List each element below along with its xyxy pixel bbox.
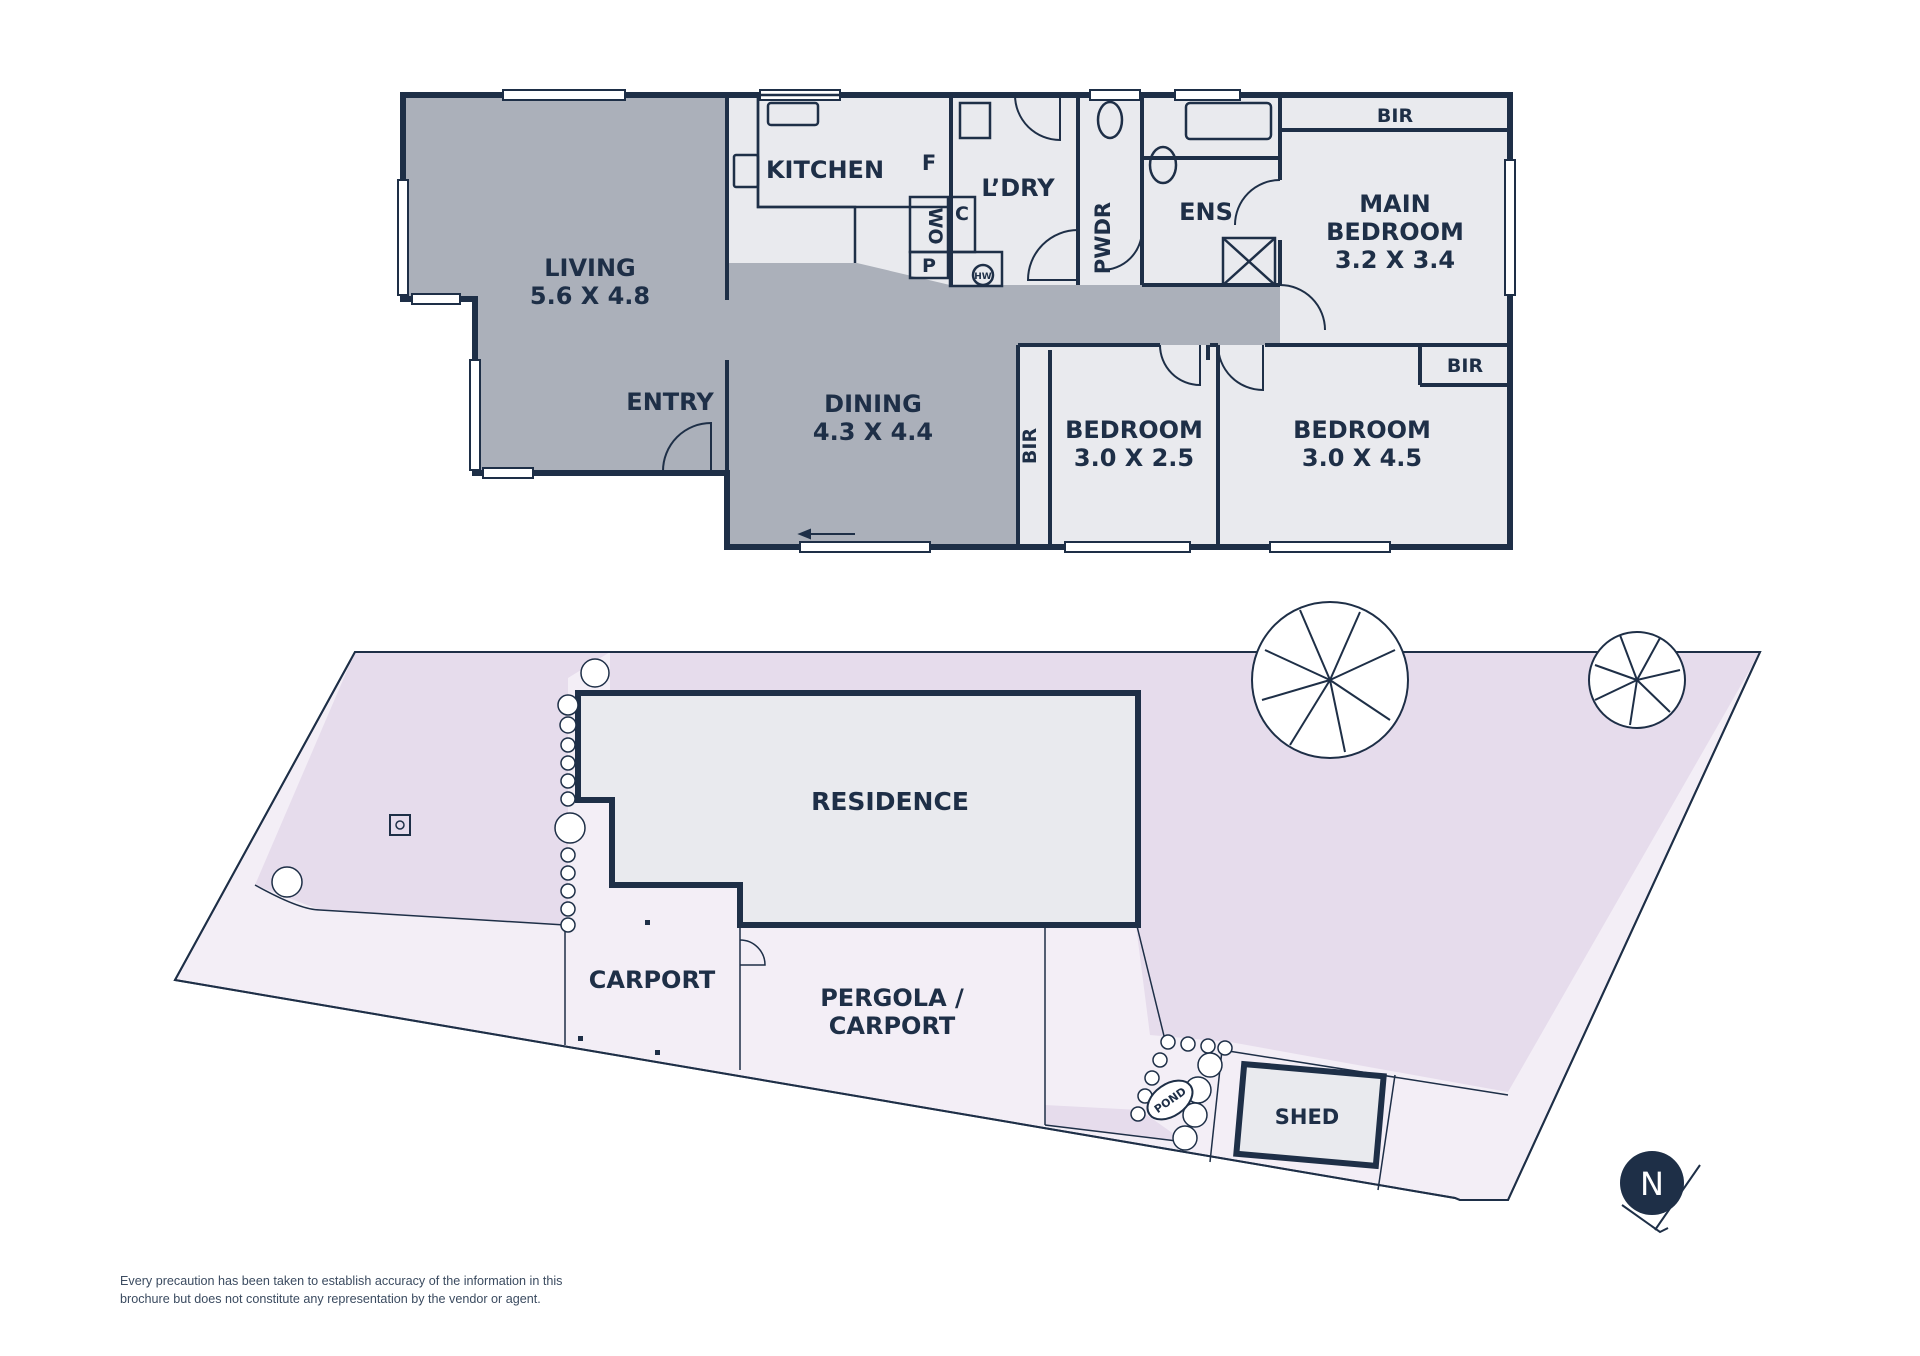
kitchen-label: KITCHEN: [766, 156, 884, 184]
door-swings: [661, 94, 1326, 472]
garden-lawn-front: [255, 652, 610, 925]
residence-block: [575, 690, 1141, 928]
living-dining-fill: [403, 95, 1280, 547]
shrubs: [271, 658, 1233, 1151]
north-label: N: [1640, 1165, 1664, 1203]
bedroom3-label: BEDROOM: [1293, 416, 1431, 444]
bir-vertical-label: BIR: [1019, 428, 1041, 465]
floor-plan: LIVING 5.6 X 4.8 KITCHEN F WO C P HW L’D…: [397, 89, 1516, 553]
garden-lawn-rear: [355, 652, 1760, 1092]
disclaimer-line-2: brochure but does not constitute any rep…: [120, 1292, 541, 1306]
pergola-label-2: CARPORT: [829, 1012, 956, 1040]
wo-label: WO: [924, 207, 946, 244]
garden-pit: [389, 814, 411, 836]
dining-dims: 4.3 X 4.4: [813, 418, 933, 446]
pond: [1146, 1079, 1194, 1121]
laundry-label: L’DRY: [981, 174, 1055, 202]
sliding-door-arrow: [797, 528, 855, 540]
bedroom3-dims: 3.0 X 4.5: [1302, 444, 1422, 472]
site-boundary-outline: [173, 651, 1762, 1201]
fridge-label: F: [922, 151, 936, 175]
bedroom2-label: BEDROOM: [1065, 416, 1203, 444]
shed-label: SHED: [1275, 1105, 1339, 1129]
kitchen-cupboards: [732, 93, 1277, 288]
pergola-label-1: PERGOLA /: [820, 984, 964, 1012]
site-plan: RESIDENCE CARPORT PERGOLA / CARPORT SHED…: [173, 601, 1762, 1234]
site-lines: [254, 884, 1509, 1191]
living-dims: 5.6 X 4.8: [530, 282, 650, 310]
entry-label: ENTRY: [626, 388, 714, 416]
hw-label: HW: [974, 272, 992, 282]
garden-strip: [1045, 1105, 1185, 1142]
shed-block: [1233, 1060, 1387, 1170]
dining-label: DINING: [824, 390, 922, 418]
carport-label: CARPORT: [589, 966, 716, 994]
c-label: C: [955, 203, 969, 225]
carport-posts: [578, 920, 660, 1055]
ensuite-label: ENS: [1179, 198, 1233, 226]
p-label: P: [922, 255, 936, 277]
tree-large: [1251, 601, 1409, 759]
disclaimer-line-1: Every precaution has been taken to estab…: [120, 1274, 563, 1288]
disclaimer: Every precaution has been taken to estab…: [120, 1272, 680, 1308]
main-bedroom-label-1: MAIN: [1359, 190, 1430, 218]
north-arrow: N: [1620, 1151, 1701, 1234]
residence-label: RESIDENCE: [811, 787, 969, 816]
main-bedroom-label-2: BEDROOM: [1326, 218, 1464, 246]
bedroom2-dims: 3.0 X 2.5: [1074, 444, 1194, 472]
living-label: LIVING: [544, 254, 636, 282]
powder-label: PWDR: [1091, 202, 1115, 274]
bir3-label: BIR: [1447, 355, 1484, 377]
pergola-door-swing: [739, 939, 766, 966]
main-bir-label: BIR: [1377, 105, 1414, 127]
main-bedroom-dims: 3.2 X 3.4: [1335, 246, 1455, 274]
tree-medium: [1588, 631, 1686, 729]
